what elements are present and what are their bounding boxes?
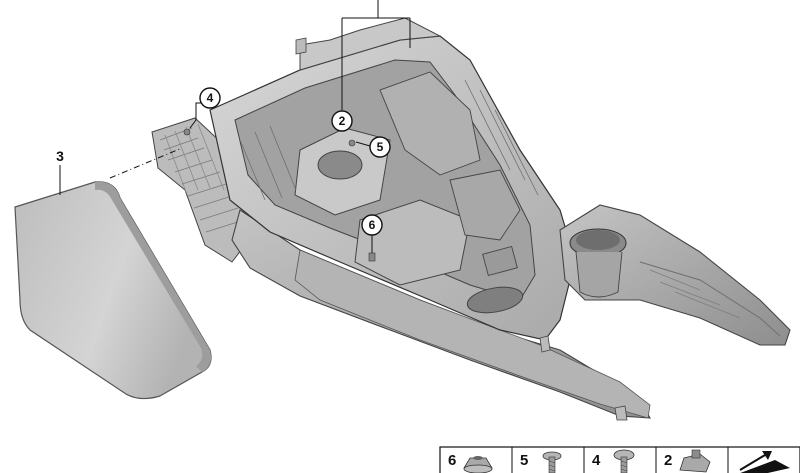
legend-item-arrow [739,451,790,473]
screw-icon [542,451,562,473]
label-3: 3 [56,148,64,164]
callout-5: 5 [369,136,391,158]
legend-item-2: 2 [664,449,711,473]
arrow-icon [739,451,790,473]
legend-item-4: 4 [592,449,635,473]
callout-4-label: 4 [207,91,214,105]
leader-lines [59,0,411,255]
screw-icon [613,449,635,473]
legend-item-5-label: 5 [520,452,528,469]
callout-6-label: 6 [369,218,376,232]
legend-item-2-label: 2 [664,452,672,469]
legend-item-6-label: 6 [448,452,456,469]
fastener-markers [183,128,376,262]
legend-item-6: 6 [448,452,493,473]
callout-6: 6 [361,214,383,236]
legend-item-4-label: 4 [592,452,601,469]
side-cover-part [14,181,212,400]
legend-item-5: 5 [520,451,562,473]
clip-nut-icon [679,449,711,473]
callout-4: 4 [199,87,221,109]
callout-5-label: 5 [377,140,384,154]
callout-2-label: 2 [339,114,346,128]
center-console-frame-part [209,17,651,421]
flange-nut-icon [463,456,493,473]
callout-2: 2 [331,110,353,132]
fastener-legend: 6 5 4 2 [439,446,800,473]
cup-holder-extension-part [559,204,791,346]
